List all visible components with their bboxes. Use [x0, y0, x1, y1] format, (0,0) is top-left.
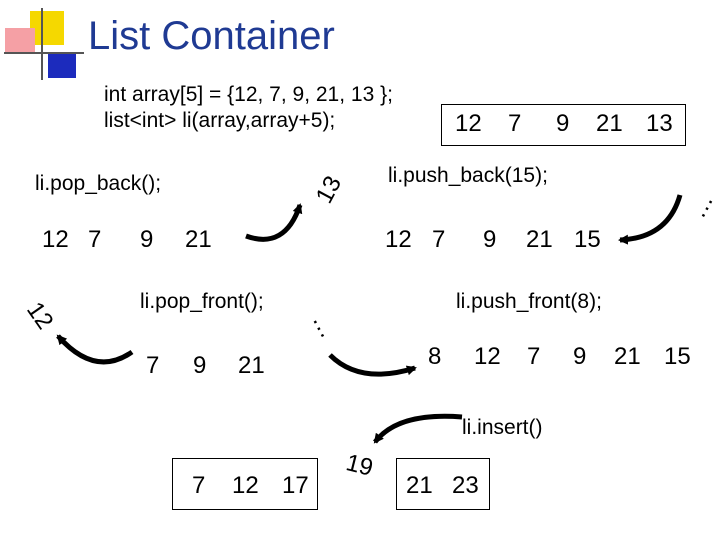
insert-segment-item: 17	[282, 472, 309, 499]
deco-red-square	[5, 28, 35, 52]
insert-segment-item: 7	[192, 472, 206, 499]
pop-back-item: 7	[88, 226, 102, 253]
insert-tail-box	[396, 458, 490, 510]
initial-list-item: 13	[646, 110, 673, 137]
initial-list-item: 9	[556, 110, 570, 137]
push-front-label: li.push_front(8);	[456, 290, 602, 313]
initial-list-item: 12	[455, 110, 482, 137]
insert-tail-item: 23	[452, 472, 479, 499]
arrow-pop-front	[56, 334, 134, 365]
pop-front-item: 7	[146, 352, 160, 379]
push-front-item: 12	[474, 343, 501, 370]
pop-front-item: 9	[193, 352, 207, 379]
pop-back-label: li.pop_back();	[35, 172, 162, 195]
page-title: List Container	[88, 14, 335, 58]
arrow-insert	[373, 413, 463, 444]
code-line-array: int array[5] = {12, 7, 9, 21, 13 };	[104, 83, 393, 106]
arrow-pop-back	[245, 203, 303, 242]
push-back-item: 9	[483, 226, 497, 253]
push-front-item: 15	[664, 343, 691, 370]
arrow-push-front	[328, 353, 417, 377]
push-back-item: 21	[526, 226, 553, 253]
push-front-item: 8	[428, 343, 442, 370]
pop-back-item: 12	[42, 226, 69, 253]
initial-list-item: 7	[508, 110, 522, 137]
insert-tail-item: 21	[406, 472, 433, 499]
pop-back-item: 9	[140, 226, 154, 253]
insert-label: li.insert()	[462, 416, 543, 439]
push-back-label: li.push_back(15);	[388, 164, 548, 187]
push-back-item: 7	[432, 226, 446, 253]
deco-vertical-line	[41, 8, 43, 80]
arrow-push-back	[618, 194, 683, 245]
push-back-item: 12	[385, 226, 412, 253]
code-line-list: list<int> li(array,array+5);	[104, 109, 336, 132]
initial-list-box	[441, 104, 686, 146]
insert-segment-box	[172, 458, 318, 510]
push-back-item: 15	[574, 226, 601, 253]
pop-front-label: li.pop_front();	[140, 290, 264, 313]
deco-yellow-square	[30, 11, 64, 45]
deco-blue-square	[48, 52, 76, 78]
insert-segment-item: 12	[232, 472, 259, 499]
pop-front-item: 21	[238, 352, 265, 379]
push-front-item: 21	[614, 343, 641, 370]
initial-list-item: 21	[596, 110, 623, 137]
deco-horizontal-line	[4, 52, 84, 54]
push-front-item: 9	[573, 343, 587, 370]
pop-back-item: 21	[185, 226, 212, 253]
push-front-item: 7	[527, 343, 541, 370]
